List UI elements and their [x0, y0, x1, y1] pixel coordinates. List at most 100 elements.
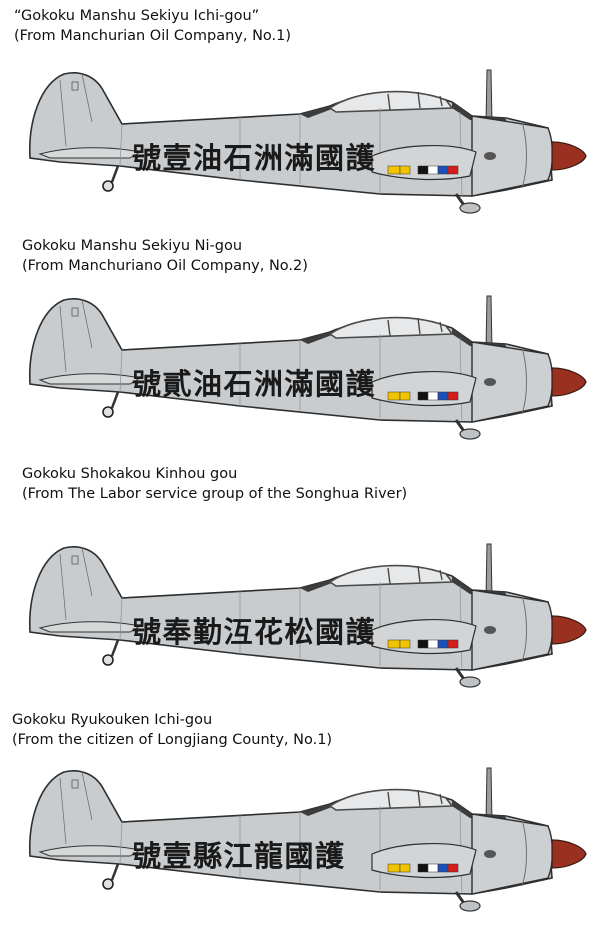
wing-flag-stripe [399, 391, 411, 401]
airframe-4 [29, 767, 587, 912]
wing-flag-stripe [437, 391, 449, 401]
cowl-flap-line [521, 595, 527, 663]
anti-glare-panel [452, 328, 506, 348]
aircraft-drawing-1: 號壹油石洲滿國護 [29, 69, 587, 214]
anti-glare-panel [300, 804, 340, 816]
wing-flag-stripe [437, 863, 449, 873]
aircraft-profile-4: 號壹縣江龍國護 [0, 760, 602, 925]
airframe-3 [29, 543, 587, 688]
aircraft-source-3: (From The Labor service group of the Son… [22, 486, 408, 502]
aircraft-drawing-4: 號壹縣江龍國護 [29, 767, 587, 912]
anti-glare-panel [300, 106, 340, 118]
rudder-tab [71, 307, 79, 317]
rudder-line [59, 73, 93, 147]
horizontal-stabilizer [38, 845, 142, 857]
canopy [328, 564, 454, 587]
caption-4: Gokoku Ryukouken Ichi-gou (From the citi… [12, 710, 332, 750]
horizontal-stabilizer [38, 621, 142, 633]
anti-glare-panel [452, 102, 506, 122]
canopy [328, 316, 454, 339]
wing-root [371, 145, 477, 181]
wing-flag-stripe [387, 863, 401, 873]
cowl-flap-line [521, 347, 527, 415]
wing-root [371, 371, 477, 407]
wing-flag-stripe [387, 391, 401, 401]
canopy-frame [387, 91, 443, 111]
canopy-frame [387, 789, 443, 809]
tail-gear-strut [110, 639, 120, 657]
main-wheel-icon [459, 202, 481, 214]
aircraft-name-2: Gokoku Manshu Sekiyu Ni-gou [22, 238, 243, 254]
wing-flag-stripe [427, 863, 439, 873]
airframe-1 [29, 69, 587, 214]
antenna-mast [485, 69, 493, 125]
aircraft-name-4: Gokoku Ryukouken Ichi-gou [12, 712, 213, 728]
antenna-mast [485, 767, 493, 823]
kanji-inscription-2: 號貳油石洲滿國護 [132, 367, 376, 401]
anti-glare-panel [452, 576, 506, 596]
kanji-inscription-3: 號奉勤沍花松國護 [132, 615, 376, 649]
wing-flag-stripe [447, 639, 459, 649]
wing-flag-stripe [427, 391, 439, 401]
aircraft-profile-2: 號貳油石洲滿國護 [0, 288, 602, 453]
tail-wheel-icon [102, 406, 114, 418]
aircraft-source-2: (From Manchuriano Oil Company, No.2) [22, 258, 308, 274]
tail-wheel-icon [102, 878, 114, 890]
wing-flag-stripe [427, 639, 439, 649]
wing-flag-stripe [399, 863, 411, 873]
wing-root [371, 619, 477, 655]
propeller-spinner [551, 839, 587, 869]
kanji-inscription-1: 號壹油石洲滿國護 [132, 141, 376, 175]
aircraft-name-1: “Gokoku Manshu Sekiyu Ichi-gou” [14, 8, 260, 24]
main-wheel-icon [459, 676, 481, 688]
aircraft-drawing-2: 號貳油石洲滿國護 [29, 295, 587, 440]
rudder-line [59, 299, 93, 373]
tail-gear-strut [110, 863, 120, 881]
wing-root [371, 843, 477, 879]
caption-1: “Gokoku Manshu Sekiyu Ichi-gou” (From Ma… [14, 6, 291, 46]
canopy-frame [387, 317, 443, 337]
wing-flag-stripe [437, 639, 449, 649]
exhaust-icon [484, 152, 496, 160]
propeller-spinner [551, 615, 587, 645]
anti-glare-panel [300, 332, 340, 344]
canopy [328, 90, 454, 113]
exhaust-icon [484, 378, 496, 386]
panel-line [119, 582, 507, 671]
tail-wheel-icon [102, 654, 114, 666]
cowl-flap-line [521, 121, 527, 189]
horizontal-stabilizer [38, 373, 142, 385]
panel-line [119, 806, 507, 895]
wing-flag-stripe [447, 863, 459, 873]
caption-3: Gokoku Shokakou Kinhou gou (From The Lab… [22, 464, 407, 504]
aircraft-source-4: (From the citizen of Longjiang County, N… [12, 732, 333, 748]
main-wheel-icon [459, 428, 481, 440]
wing-flag-stripe [437, 165, 449, 175]
wing-flag-stripe [417, 165, 429, 175]
wing-flag-stripe [447, 391, 459, 401]
wing-flag-stripe [417, 863, 429, 873]
propeller-spinner [551, 367, 587, 397]
panel-line [119, 108, 507, 197]
exhaust-icon [484, 626, 496, 634]
rudder-line [59, 547, 93, 621]
anti-glare-panel [300, 580, 340, 592]
main-wheel-icon [459, 900, 481, 912]
tail-gear-strut [110, 391, 120, 409]
antenna-mast [485, 543, 493, 599]
rudder-tab [71, 779, 79, 789]
aircraft-source-1: (From Manchurian Oil Company, No.1) [14, 28, 292, 44]
aircraft-profile-1: 號壹油石洲滿國護 [0, 62, 602, 227]
wing-flag-stripe [399, 165, 411, 175]
airframe-2 [29, 295, 587, 440]
caption-2: Gokoku Manshu Sekiyu Ni-gou (From Manchu… [22, 236, 308, 276]
wing-flag-stripe [417, 391, 429, 401]
rudder-line [59, 771, 93, 845]
panel-line [119, 334, 507, 423]
rudder-tab [71, 81, 79, 91]
wing-flag-stripe [417, 639, 429, 649]
horizontal-stabilizer [38, 147, 142, 159]
anti-glare-panel [452, 800, 506, 820]
wing-flag-stripe [447, 165, 459, 175]
wing-flag-stripe [387, 165, 401, 175]
